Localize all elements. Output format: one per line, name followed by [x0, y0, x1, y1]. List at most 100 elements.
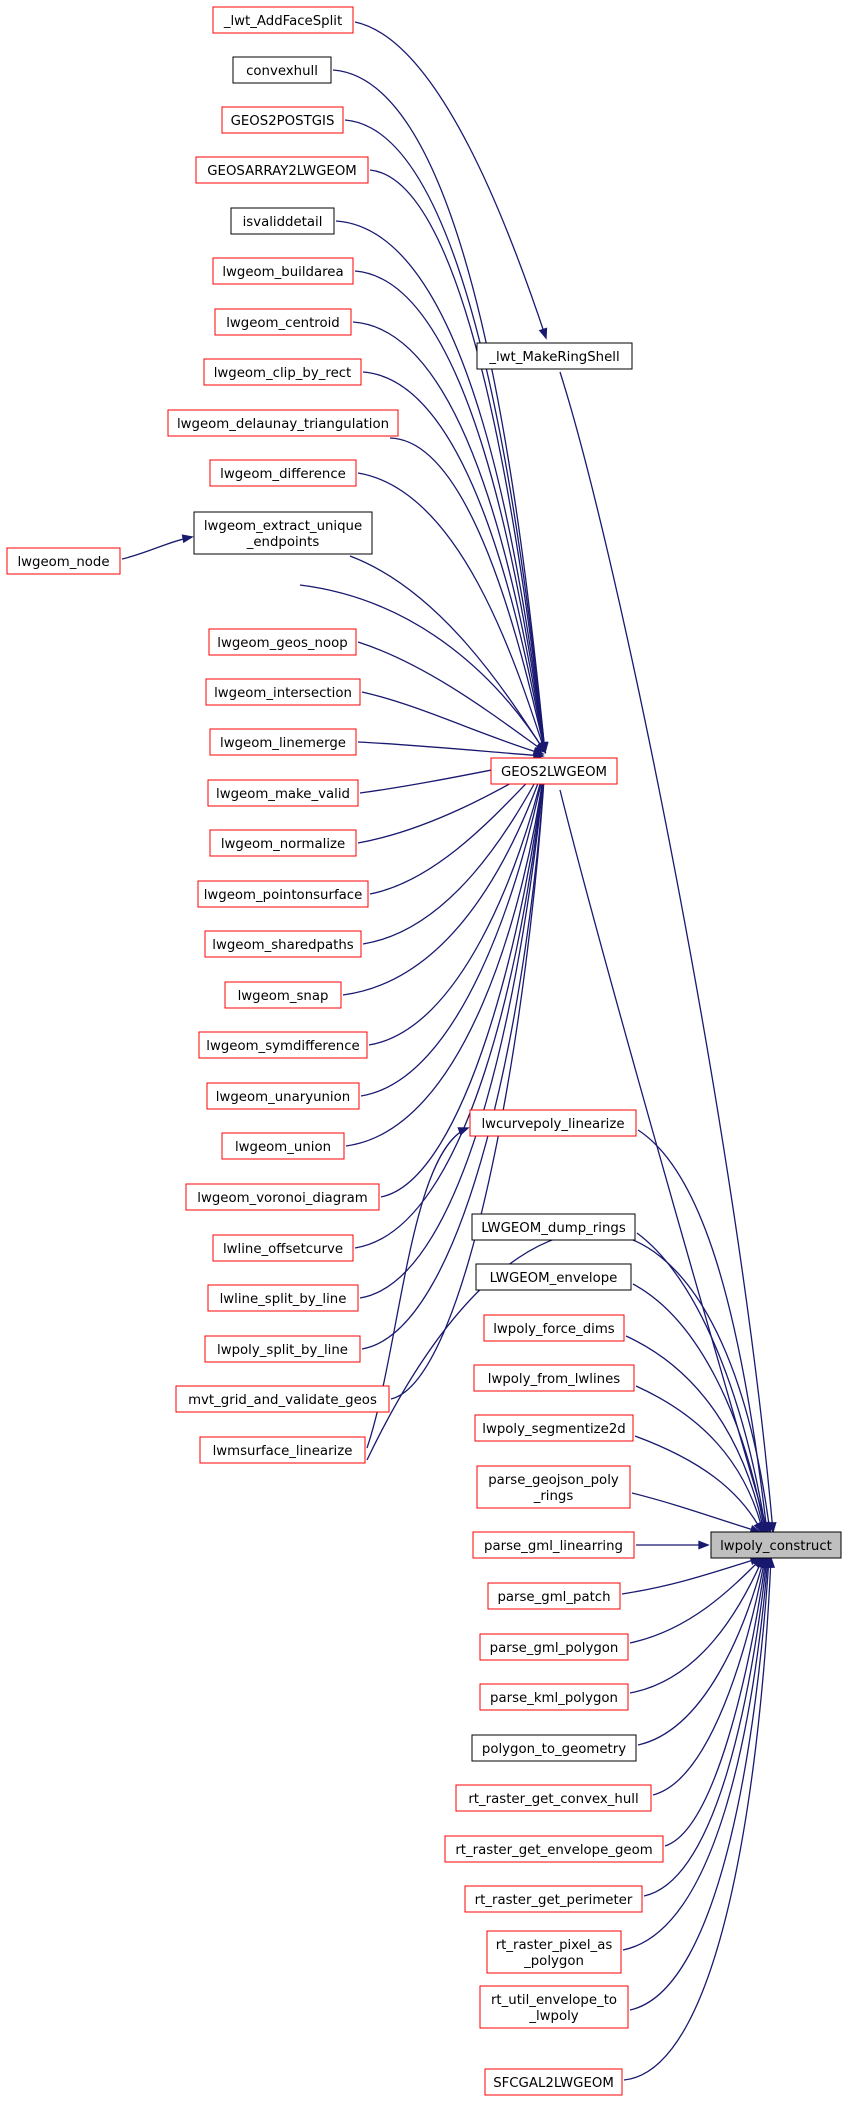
node-lwgeom-snap[interactable]: lwgeom_snap [224, 981, 342, 1009]
edge-line [354, 763, 546, 1249]
node-label: convexhull [246, 64, 318, 79]
edge-lwgeom_node-to-lwgeom_extract_unique_endpoints [121, 534, 194, 560]
node-polygon-to-geometry[interactable]: polygon_to_geometry [471, 1734, 637, 1762]
node-lwgeom-geos-noop[interactable]: lwgeom_geos_noop [208, 628, 357, 656]
edge-line [352, 321, 546, 753]
node-lwcurvepoly-linearize[interactable]: lwcurvepoly_linearize [469, 1109, 637, 1137]
node-lwpoly-force-dims[interactable]: lwpoly_force_dims [483, 1314, 625, 1342]
node-lwgeom-linemerge[interactable]: lwgeom_linemerge [209, 728, 357, 756]
node-label: rt_raster_pixel_as [496, 1938, 613, 1953]
node-label: lwpoly_construct [720, 1539, 832, 1554]
node-lwgeom-buildarea[interactable]: lwgeom_buildarea [212, 257, 354, 285]
node-lwgeom-unaryunion[interactable]: lwgeom_unaryunion [206, 1082, 360, 1110]
edge-line [390, 763, 546, 1400]
node-rt-util-envelope-to-lwpoly[interactable]: rt_util_envelope_to_lwpoly [479, 1985, 629, 2029]
edge-layer [121, 21, 777, 2081]
node-lwgeom-pointonsurface[interactable]: lwgeom_pointonsurface [197, 880, 369, 908]
node-rt-raster-get-convex-hull[interactable]: rt_raster_get_convex_hull [455, 1784, 652, 1812]
node-box [483, 1314, 625, 1342]
node-lwgeom-intersection[interactable]: lwgeom_intersection [205, 678, 361, 706]
node-lwpoly-from-lwlines[interactable]: lwpoly_from_lwlines [473, 1364, 635, 1392]
node-label: lwgeom_snap [238, 989, 329, 1004]
node-box [198, 1031, 368, 1059]
node-lwline-offsetcurve[interactable]: lwline_offsetcurve [212, 1234, 354, 1262]
node-label: GEOS2LWGEOM [501, 765, 607, 780]
node-label: lwgeom_buildarea [222, 265, 343, 280]
node-box [214, 308, 352, 336]
node-lwline-split-by-line[interactable]: lwline_split_by_line [207, 1284, 359, 1312]
edge-line [636, 1232, 767, 1533]
node-parse-gml-polygon[interactable]: parse_gml_polygon [479, 1633, 629, 1661]
node-label: lwgeom_geos_noop [217, 636, 347, 651]
edge-line [342, 763, 546, 996]
node-box [490, 757, 618, 785]
node-lwgeom-normalize[interactable]: lwgeom_normalize [209, 829, 357, 857]
node-label: parse_gml_polygon [490, 1641, 619, 1656]
node-lwgeom-envelope[interactable]: LWGEOM_envelope [475, 1263, 632, 1291]
node-lwgeom-delaunay-triangulation[interactable]: lwgeom_delaunay_triangulation [167, 409, 399, 437]
node-geos2postgis[interactable]: GEOS2POSTGIS [221, 106, 344, 134]
node-lwgeom-sharedpaths[interactable]: lwgeom_sharedpaths [204, 930, 362, 958]
node-label: rt_raster_get_convex_hull [468, 1792, 638, 1807]
edge-parse_gml_linearring-to-lwpoly_construct [636, 1540, 710, 1550]
node-rt-raster-get-envelope-geom[interactable]: rt_raster_get_envelope_geom [444, 1835, 664, 1863]
node-lwgeom-difference[interactable]: lwgeom_difference [209, 459, 357, 487]
edge-LWGEOM_dump_rings-to-lwpoly_construct [636, 1232, 769, 1534]
node-parse-kml-polygon[interactable]: parse_kml_polygon [479, 1683, 629, 1711]
edge-line [362, 763, 546, 945]
node-label: _lwt_MakeRingShell [488, 350, 619, 365]
node-mvt-grid-and-validate-geos[interactable]: mvt_grid_and_validate_geos [175, 1385, 390, 1413]
node-label: _lwt_AddFaceSplit [223, 14, 342, 29]
node-box [710, 1531, 842, 1559]
node-box [208, 628, 357, 656]
node-geosarray2lwgeom[interactable]: GEOSARRAY2LWGEOM [195, 156, 369, 184]
edge-lwgeom_linemerge-to-GEOS2LWGEOM [357, 741, 545, 760]
node-lwgeom-make-valid[interactable]: lwgeom_make_valid [207, 779, 359, 807]
node-lwgeom-centroid[interactable]: lwgeom_centroid [214, 308, 352, 336]
node-lwgeom-extract-unique-endpoints[interactable]: lwgeom_extract_unique_endpoints [193, 511, 373, 555]
node-box [224, 981, 342, 1009]
node-convexhull[interactable]: convexhull [232, 56, 332, 84]
node-parse-gml-linearring[interactable]: parse_gml_linearring [472, 1531, 635, 1559]
node-rt-raster-pixel-as-polygon[interactable]: rt_raster_pixel_as_polygon [486, 1930, 622, 1974]
node--lwt-addfacesplit[interactable]: _lwt_AddFaceSplit [212, 6, 354, 34]
edge-GEOSARRAY2LWGEOM-to-GEOS2LWGEOM [369, 169, 549, 754]
node-label: SFCGAL2LWGEOM [493, 2076, 614, 2091]
node-lwgeom-clip-by-rect[interactable]: lwgeom_clip_by_rect [203, 358, 362, 386]
node-lwmsurface-linearize[interactable]: lwmsurface_linearize [199, 1436, 366, 1464]
node-isvaliddetail[interactable]: isvaliddetail [230, 207, 335, 235]
node-lwpoly-split-by-line[interactable]: lwpoly_split_by_line [204, 1335, 361, 1363]
node-lwgeom-symdifference[interactable]: lwgeom_symdifference [198, 1031, 368, 1059]
node-lwgeom-dump-rings[interactable]: LWGEOM_dump_rings [471, 1213, 636, 1241]
node-label: rt_raster_get_perimeter [475, 1893, 633, 1908]
node-sfcgal2lwgeom[interactable]: SFCGAL2LWGEOM [484, 2068, 623, 2096]
edge-line [335, 220, 546, 753]
node-parse-geojson-poly-rings[interactable]: parse_geojson_poly_rings [476, 1465, 631, 1509]
node-box [193, 511, 373, 555]
node-lwpoly-construct[interactable]: lwpoly_construct [710, 1531, 842, 1559]
node-box [206, 1082, 360, 1110]
node-lwgeom-voronoi-diagram[interactable]: lwgeom_voronoi_diagram [185, 1183, 380, 1211]
node-label: lwline_offsetcurve [223, 1242, 343, 1257]
edge-line [361, 691, 544, 755]
node-rt-raster-get-perimeter[interactable]: rt_raster_get_perimeter [464, 1885, 643, 1913]
node-geos2lwgeom[interactable]: GEOS2LWGEOM [490, 757, 618, 785]
node-label: parse_gml_linearring [484, 1539, 623, 1554]
edge-line [629, 1557, 764, 1694]
node-label: GEOS2POSTGIS [231, 114, 335, 129]
edge-line [360, 763, 546, 1097]
node-box [484, 2068, 623, 2096]
node-parse-gml-patch[interactable]: parse_gml_patch [487, 1582, 621, 1610]
node-lwgeom-union[interactable]: lwgeom_union [221, 1132, 345, 1160]
node--lwt-makeringshell[interactable]: _lwt_MakeRingShell [476, 342, 633, 370]
node-lwgeom-node[interactable]: lwgeom_node [6, 547, 121, 575]
edge-line [664, 1557, 767, 1847]
node-label: _rings [533, 1489, 574, 1504]
edge-line [622, 1557, 769, 1951]
node-label: polygon_to_geometry [482, 1742, 626, 1757]
node-box [197, 880, 369, 908]
node-box [479, 1985, 629, 2029]
node-lwpoly-segmentize2d[interactable]: lwpoly_segmentize2d [474, 1414, 634, 1442]
edge-line [380, 763, 546, 1198]
